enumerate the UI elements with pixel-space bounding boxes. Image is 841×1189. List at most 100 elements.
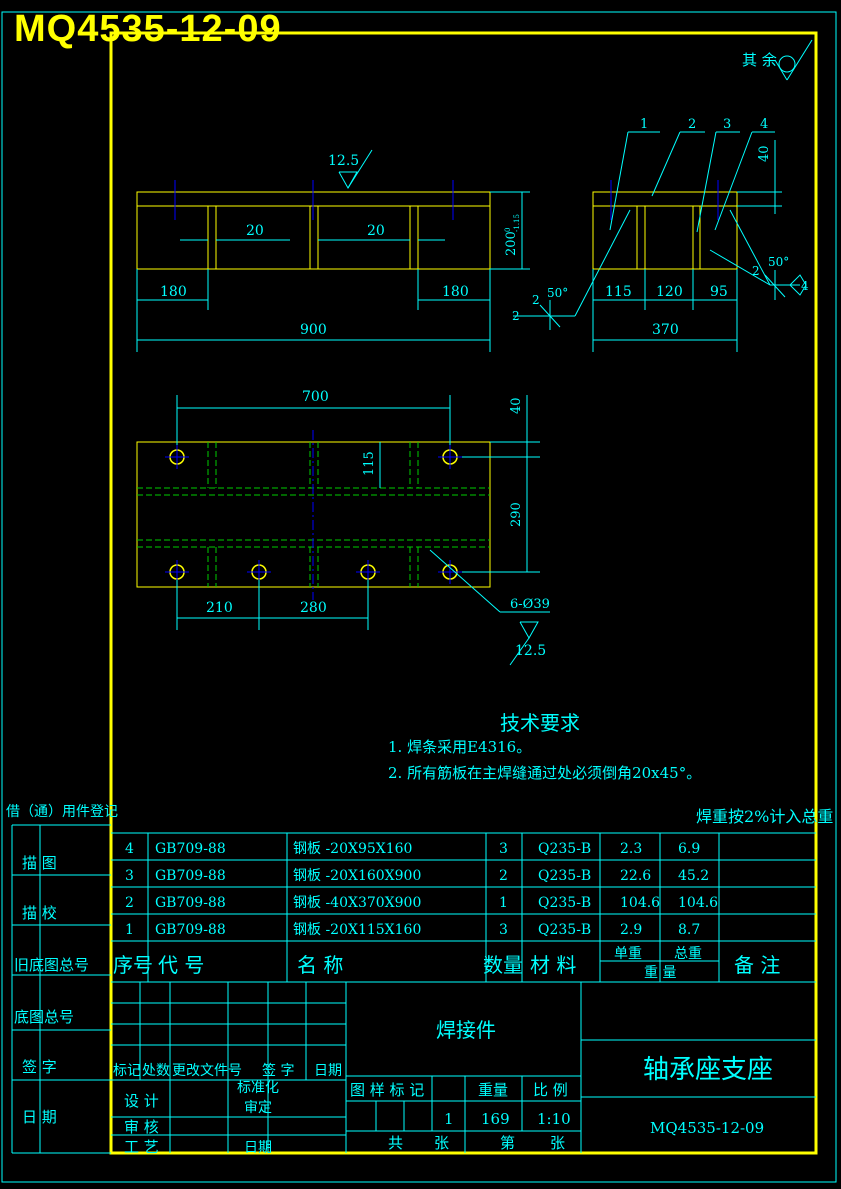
bom-cell-code: GB709-88 — [155, 895, 226, 911]
svg-text:备 注: 备 注 — [734, 953, 780, 977]
bom-cell-qty: 2 — [499, 868, 508, 884]
bom-header: 序号 代 号 名 称 数量 材 料 单重 总重 重 量 备 注 — [113, 946, 780, 981]
tech-requirements: 技术要求 1. 焊条采用E4316。 2. 所有筋板在主焊缝通过处必须倒角20x… — [388, 711, 701, 782]
bom-cell-total: 45.2 — [678, 868, 709, 884]
svg-text:工 艺: 工 艺 — [124, 1138, 159, 1156]
title-block-text: 焊接件 轴承座支座 MQ4535-12-09 标记 处数 更改文件号 签 字 日… — [113, 1018, 773, 1156]
bom-cell-unit: 104.6 — [620, 895, 660, 911]
bom-cell-name: 钢板 -40X370X900 — [293, 895, 421, 911]
svg-text:-1.15: -1.15 — [513, 214, 521, 232]
title-block — [111, 982, 816, 1153]
bom-cell-mat: Q235-B — [538, 868, 591, 884]
svg-text:169: 169 — [481, 1110, 510, 1128]
svg-text:序号: 序号 — [113, 953, 153, 977]
svg-text:2: 2 — [512, 309, 520, 323]
svg-text:处数: 处数 — [142, 1063, 170, 1079]
bom-cell-no: 2 — [125, 895, 134, 911]
roughness-symbol-general: 其 余 — [742, 39, 813, 81]
inner-frame — [109, 31, 818, 1155]
bom-cell-no: 3 — [125, 868, 134, 884]
bom-cell-total: 6.9 — [678, 841, 700, 857]
svg-text:2. 所有筋板在主焊缝通过处必须倒角20x45°。: 2. 所有筋板在主焊缝通过处必须倒角20x45°。 — [388, 764, 701, 782]
bom-cell-no: 1 — [125, 922, 134, 938]
svg-text:370: 370 — [652, 322, 679, 338]
svg-text:设 计: 设 计 — [124, 1092, 159, 1110]
drawing-number: MQ4535-12-09 — [650, 1119, 764, 1137]
svg-text:日期: 日期 — [314, 1063, 342, 1079]
svg-text:180: 180 — [160, 284, 187, 300]
svg-text:单重: 单重 — [614, 946, 642, 962]
svg-text:50°: 50° — [768, 255, 789, 269]
outer-border — [1, 11, 837, 1183]
bom-cell-unit: 22.6 — [620, 868, 651, 884]
svg-text:数量: 数量 — [483, 953, 523, 977]
svg-text:12.5: 12.5 — [515, 643, 546, 659]
bom-cell-qty: 3 — [499, 841, 508, 857]
svg-text:总重: 总重 — [674, 946, 702, 962]
svg-text:描 校: 描 校 — [22, 904, 57, 922]
svg-text:40: 40 — [757, 145, 772, 162]
svg-text:210: 210 — [206, 600, 233, 616]
bom-cell-code: GB709-88 — [155, 922, 226, 938]
drawing-name: 轴承座支座 — [643, 1055, 773, 1085]
bom-cell-name: 钢板 -20X160X900 — [293, 868, 421, 884]
bom-cell-unit: 2.9 — [620, 922, 642, 938]
bom-cell-code: GB709-88 — [155, 841, 226, 857]
svg-text:1: 1 — [640, 117, 648, 132]
svg-text:2: 2 — [688, 117, 696, 132]
svg-text:重 量: 重 量 — [644, 965, 676, 981]
svg-text:280: 280 — [300, 600, 327, 616]
svg-text:40: 40 — [509, 397, 524, 414]
svg-text:张: 张 — [550, 1134, 565, 1152]
svg-text:115: 115 — [605, 284, 632, 300]
svg-text:代 号: 代 号 — [158, 953, 204, 977]
svg-text:20: 20 — [367, 223, 385, 239]
svg-text:1. 焊条采用E4316。: 1. 焊条采用E4316。 — [388, 738, 531, 756]
bom-cell-qty: 3 — [499, 922, 508, 938]
svg-text:图 样 标 记: 图 样 标 记 — [350, 1081, 424, 1099]
svg-text:290: 290 — [509, 502, 524, 527]
svg-text:1:10: 1:10 — [537, 1110, 571, 1128]
svg-text:4: 4 — [801, 279, 809, 293]
side-view: 1 2 3 4 40 115 120 95 370 2 50° 4 — [592, 117, 809, 352]
svg-text:名 称: 名 称 — [297, 953, 343, 977]
svg-text:180: 180 — [442, 284, 469, 300]
drawing-type: 焊接件 — [436, 1018, 496, 1042]
svg-text:20: 20 — [246, 223, 264, 239]
svg-text:900: 900 — [300, 322, 327, 338]
left-registration-strip: 借（通）用件登记 描 图 描 校 旧底图总号 底图总号 签 字 日 期 — [6, 804, 118, 1154]
svg-text:重量: 重量 — [478, 1081, 508, 1099]
bom-cell-unit: 2.3 — [620, 841, 642, 857]
svg-text:第: 第 — [500, 1134, 515, 1152]
bom-cell-name: 钢板 -20X115X160 — [293, 922, 421, 938]
drawing-number-header: MQ4535-12-09 — [14, 8, 282, 50]
svg-text:其 余: 其 余 — [742, 51, 777, 69]
svg-text:115: 115 — [362, 451, 377, 476]
bom-cell-mat: Q235-B — [538, 895, 591, 911]
svg-text:底图总号: 底图总号 — [14, 1008, 74, 1026]
tech-title: 技术要求 — [500, 711, 580, 735]
svg-text:比 例: 比 例 — [533, 1081, 568, 1099]
svg-text:描 图: 描 图 — [22, 854, 57, 872]
svg-text:审 核: 审 核 — [124, 1118, 159, 1136]
svg-text:6-Ø39: 6-Ø39 — [510, 597, 550, 612]
bom-table — [111, 832, 816, 983]
front-view: 12.5 20 20 180 180 900 200 0 -1.15 2 — [136, 149, 631, 352]
svg-text:标准化: 标准化 — [237, 1080, 279, 1096]
svg-text:4: 4 — [760, 117, 768, 132]
svg-text:2: 2 — [752, 264, 760, 278]
svg-text:12.5: 12.5 — [328, 153, 359, 169]
svg-text:签 字: 签 字 — [262, 1062, 294, 1079]
svg-text:审定: 审定 — [244, 1100, 272, 1116]
svg-text:签 字: 签 字 — [22, 1058, 57, 1076]
svg-text:借（通）用件登记: 借（通）用件登记 — [6, 804, 118, 820]
svg-text:共: 共 — [388, 1134, 403, 1152]
svg-text:张: 张 — [434, 1134, 449, 1152]
svg-text:50°: 50° — [547, 286, 568, 300]
bom-cell-mat: Q235-B — [538, 841, 591, 857]
svg-text:更改文件号: 更改文件号 — [172, 1063, 242, 1079]
